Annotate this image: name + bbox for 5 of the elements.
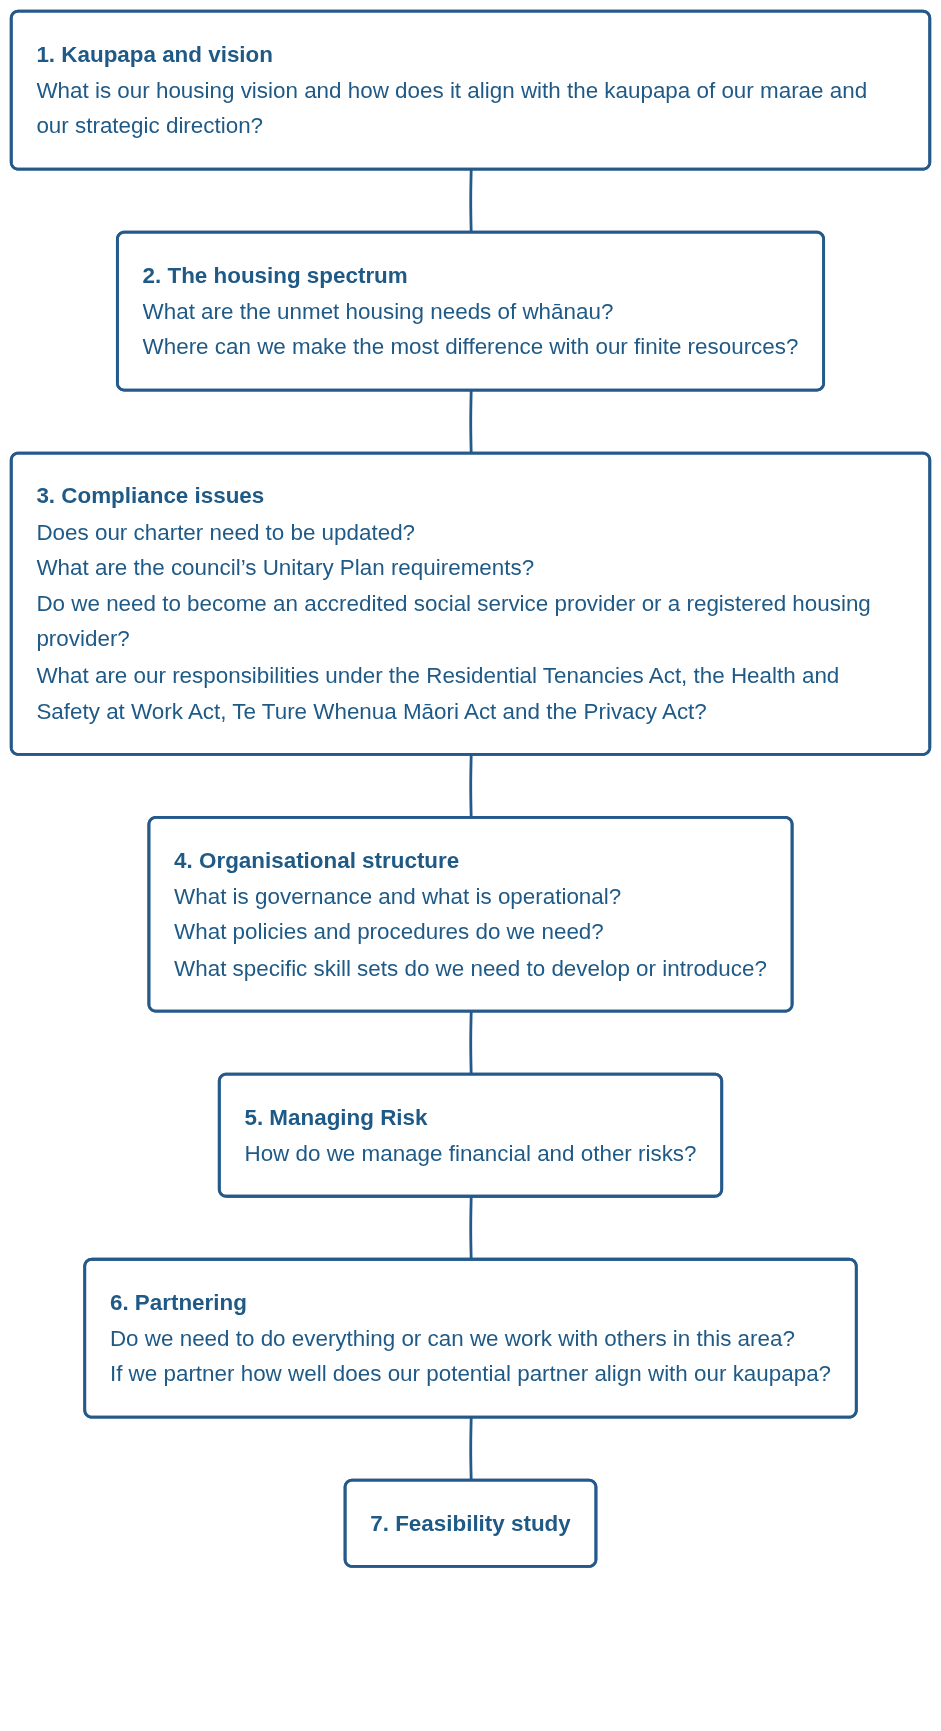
connector	[469, 1417, 473, 1481]
connector	[469, 169, 473, 233]
connector	[469, 1196, 473, 1260]
connector	[469, 390, 473, 454]
connector	[469, 1011, 473, 1075]
